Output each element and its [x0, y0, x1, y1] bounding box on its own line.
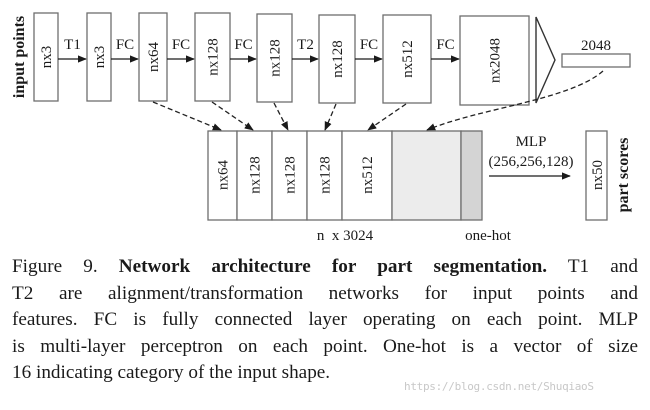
caption-line-2: T2 are alignment/transformation networks…	[12, 282, 638, 304]
concat-segment-3	[271, 130, 308, 221]
top-layer-box-4	[194, 12, 231, 102]
skip-connection-nx128-c	[324, 103, 337, 131]
top-layer-box-7	[382, 14, 432, 104]
concat-segment-6	[391, 130, 462, 221]
input-points-label: input points	[11, 16, 28, 98]
concat-size-label: n x 3024	[317, 228, 374, 244]
top-layer-label-8: nx2048	[488, 38, 504, 83]
concat-segment-4	[306, 130, 343, 221]
caption-line-4: is multi-layer perceptron on each point.…	[12, 335, 638, 357]
watermark-url: https://blog.csdn.net/ShuqiaoS	[404, 380, 594, 393]
skip-connection-nx128-b	[273, 102, 289, 131]
skip-connection-nx64	[152, 101, 222, 131]
caption-text-1: T1 and	[547, 256, 638, 277]
concat-segment-label-4: nx128	[318, 156, 334, 194]
output-box-label: nx50	[590, 160, 606, 190]
top-arrow-label-2: FC	[116, 37, 134, 53]
output-box	[585, 130, 608, 221]
skip-connection-nx512	[367, 103, 407, 131]
top-arrow-label-6: FC	[360, 37, 378, 53]
concat-segment-label-1: nx64	[216, 160, 232, 191]
top-layer-label-1: nx3	[39, 46, 55, 69]
top-layer-box-3	[138, 12, 168, 102]
skip-connection-nx128-a	[211, 101, 254, 131]
part-segmentation-diagram: input points nx3 nx3 nx64 nx128 nx128 nx128 nx…	[11, 12, 632, 244]
part-scores-label: part scores	[615, 138, 632, 213]
top-arrow-label-5: T2	[297, 37, 314, 53]
skip-connection-global	[426, 70, 604, 131]
top-layer-label-6: nx128	[330, 40, 346, 78]
top-arrow-label-4: FC	[234, 37, 252, 53]
concat-segment-7	[460, 130, 483, 221]
global-feature-label: 2048	[581, 38, 611, 54]
top-arrow-label-1: T1	[64, 37, 81, 53]
top-layer-box-5	[256, 13, 293, 103]
top-layer-box-6	[318, 14, 356, 104]
figure-number: Figure 9.	[12, 256, 98, 277]
top-layer-box-8	[459, 15, 530, 106]
global-feature-bar	[561, 53, 631, 68]
top-layer-label-5: nx128	[268, 39, 284, 77]
concat-segment-label-5: nx512	[360, 156, 376, 194]
top-layer-box-2	[86, 12, 112, 102]
top-layer-label-3: nx64	[146, 42, 162, 73]
top-layer-label-4: nx128	[206, 38, 222, 76]
onehot-label: one-hot	[465, 228, 512, 244]
figure-title: Network architecture for part segmentati…	[118, 256, 548, 277]
caption-line-5: 16 indicating category of the input shap…	[12, 362, 331, 383]
concat-segment-label-3: nx128	[283, 156, 299, 194]
mlp-label: MLP	[516, 134, 547, 150]
top-layer-label-2: nx3	[92, 46, 108, 69]
concat-segment-label-2: nx128	[248, 156, 264, 194]
top-layer-box-1	[33, 12, 59, 102]
figure-caption: Figure 9. Network architecture for part …	[12, 254, 638, 387]
top-layer-label-7: nx512	[400, 40, 416, 78]
mlp-dims-label: (256,256,128)	[489, 154, 574, 170]
top-arrow-label-7: FC	[436, 37, 454, 53]
caption-line-3: features. FC is fully connected layer op…	[12, 309, 638, 330]
concat-segment-2	[236, 130, 273, 221]
maxpool-triangle	[535, 16, 556, 104]
top-arrow-label-3: FC	[172, 37, 190, 53]
caption-line-1: Figure 9. Network architecture for part …	[12, 254, 638, 281]
